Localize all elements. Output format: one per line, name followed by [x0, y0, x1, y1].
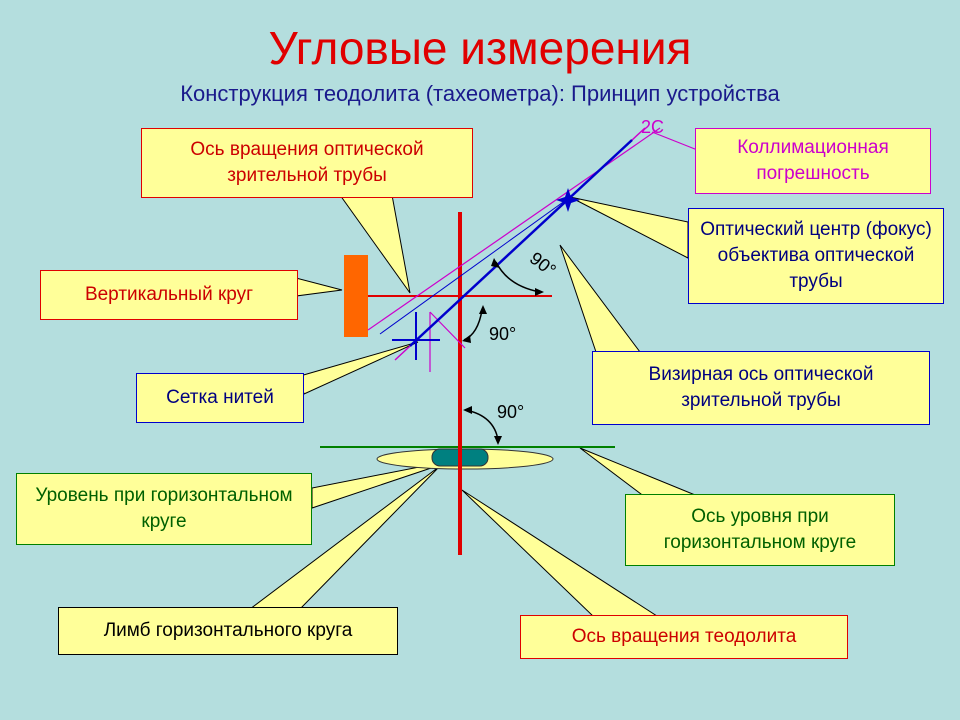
label-level-axis: Ось уровня при горизонтальном круге [625, 494, 895, 566]
angle-arc-2-head-a [462, 335, 471, 343]
angle-arc-1-head-a [491, 258, 500, 268]
pointer-vertical-circle [295, 277, 343, 297]
angle-arc-2-head-b [479, 305, 487, 314]
label-limb: Лимб горизонтального круга [58, 607, 398, 655]
vertical-circle-shape [344, 255, 368, 337]
angle-arc-3-head-b [494, 436, 502, 445]
collimation-line-2 [367, 127, 661, 331]
angle-label-1: 90° [526, 248, 560, 281]
pointer-level-axis [579, 447, 701, 498]
optical-center-star [556, 188, 580, 212]
angle-arc-1-head-b [535, 288, 544, 296]
sight-axis-line-2 [379, 199, 567, 335]
label-theodolite-axis: Ось вращения теодолита [520, 615, 848, 659]
angle-label-2: 90° [489, 324, 516, 344]
sight-axis-line [409, 139, 633, 347]
pointer-sight-axis [559, 244, 641, 353]
label-sight-axis: Визирная ось оптической зрительной трубы [592, 351, 930, 425]
label-collimation-error: Коллимационная погрешность [695, 128, 931, 194]
angle-label-3: 90° [497, 402, 524, 422]
label-vertical-circle: Вертикальный круг [40, 270, 298, 320]
page-subtitle: Конструкция теодолита (тахеометра): Прин… [180, 81, 780, 106]
label-optical-tube-axis: Ось вращения оптической зрительной трубы [141, 128, 473, 198]
pointer-level-horizontal [311, 459, 456, 509]
angle-arc-2 [463, 309, 483, 341]
page-title: Угловые измерения [268, 22, 692, 74]
collimation-line-4 [429, 311, 466, 349]
label-level-horizontal: Уровень при горизонтальном круге [16, 473, 312, 545]
label-reticle: Сетка нитей [136, 373, 304, 423]
angle-arc-3-head-a [463, 406, 472, 414]
label-optical-center: Оптический центр (фокус) объектива оптич… [688, 208, 944, 304]
collimation-2c-label: 2С [641, 117, 664, 137]
pointer-optical-center [569, 196, 689, 259]
angle-arc-3 [465, 409, 499, 441]
pointer-reticle [299, 341, 419, 395]
